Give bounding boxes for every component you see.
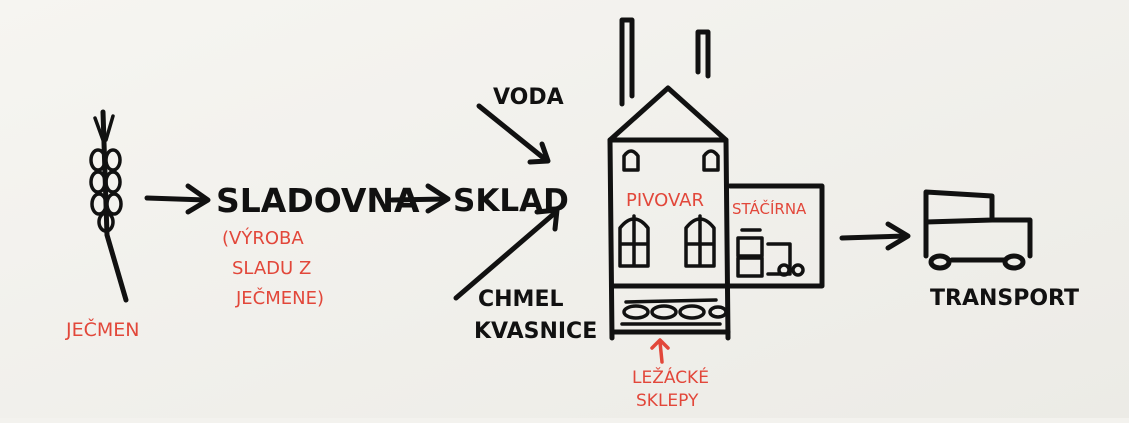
label-chmel: CHMEL	[478, 287, 564, 312]
label-lezacke: LEŽÁCKÉ	[632, 366, 709, 388]
label-pivovar: PIVOVAR	[626, 190, 704, 211]
label-transport: TRANSPORT	[930, 286, 1079, 311]
label-voda: VODA	[493, 85, 564, 110]
label-vyroba-1: (VÝROBA	[222, 227, 304, 249]
label-vyroba-3: JEČMENE)	[235, 287, 324, 309]
label-sklepy: SKLEPY	[636, 391, 699, 411]
label-vyroba-2: SLADU Z	[232, 258, 311, 279]
label-kvasnice: KVASNICE	[474, 319, 597, 344]
label-jecmen: JEČMEN	[65, 317, 140, 341]
label-sladovna: SLADOVNA	[216, 181, 420, 220]
label-stacirna: STÁČÍRNA	[732, 199, 807, 218]
